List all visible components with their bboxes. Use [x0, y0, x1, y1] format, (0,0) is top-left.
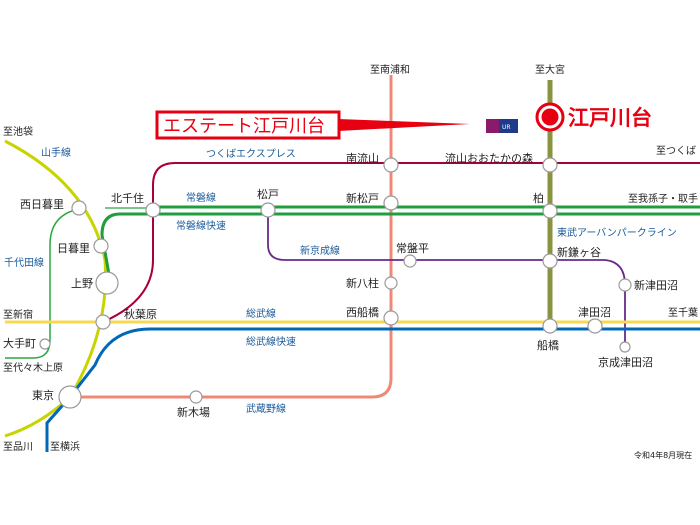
label-shinyahashira: 新八柱 — [346, 276, 379, 290]
station-kashiwa-marker[interactable] — [542, 203, 558, 219]
dir-ikebukuro: 至池袋 — [3, 125, 33, 138]
dir-abiko-toride: 至我孫子・取手 — [628, 192, 698, 205]
ur-logo-blue — [499, 119, 518, 133]
station-tsudanuma-marker[interactable] — [587, 318, 603, 334]
date-note: 令和4年8月現在 — [634, 450, 692, 460]
label-tokyo: 東京 — [32, 388, 54, 402]
ur-logo-text: UR — [502, 124, 511, 131]
banner-box — [155, 110, 341, 140]
label-shinmatsudo: 新松戸 — [346, 191, 379, 205]
dir-chiba: 至千葉 — [668, 306, 698, 319]
station-otemachi-marker[interactable] — [39, 338, 51, 350]
joban-rapid-line — [100, 212, 700, 281]
tsukuba-express-line — [102, 162, 700, 323]
label-keiseitsudanuma: 京成津田沼 — [598, 355, 653, 369]
station-shintsudanuma-marker[interactable] — [618, 278, 632, 292]
station-keiseitsudanuma-marker[interactable] — [619, 341, 631, 353]
station-minaminagareyama-marker[interactable] — [383, 157, 399, 173]
station-shinyahashira-marker[interactable] — [384, 276, 398, 290]
label-ueno: 上野 — [71, 277, 93, 290]
label-otemachi: 大手町 — [3, 336, 36, 350]
label-nippori: 日暮里 — [57, 241, 90, 255]
dir-tsukuba: 至つくば — [656, 145, 696, 157]
label-shinkiba: 新木場 — [177, 405, 210, 419]
station-nishifunabashi-marker[interactable] — [383, 310, 399, 326]
label-sobu: 総武線 — [246, 307, 276, 320]
station-nishinippori-marker[interactable] — [71, 200, 87, 216]
label-shintsudanuma: 新津田沼 — [634, 278, 678, 292]
label-sobu-rapid: 総武線快速 — [246, 335, 296, 348]
label-chiyoda: 千代田線 — [4, 256, 44, 269]
station-matsudo-marker[interactable] — [260, 202, 276, 218]
station-otakanomori-marker[interactable] — [542, 157, 558, 173]
station-akihabara-marker[interactable] — [95, 314, 111, 330]
label-akihabara: 秋葉原 — [124, 307, 157, 321]
label-minaminagareyama: 南流山 — [346, 151, 379, 165]
label-joban-rapid: 常磐線快速 — [176, 219, 226, 232]
station-nippori-marker[interactable] — [93, 238, 109, 254]
edogawadai-label: 江戸川台 — [568, 106, 652, 130]
label-nishinippori: 西日暮里 — [20, 197, 64, 211]
dir-minamiurawa: 至南浦和 — [370, 63, 410, 76]
station-shinkiba-marker[interactable] — [189, 390, 203, 404]
label-nishifunabashi: 西船橋 — [346, 305, 379, 319]
label-joban: 常磐線 — [186, 191, 216, 204]
dir-yoyogiuehara: 至代々木上原 — [3, 362, 63, 374]
label-tsudanuma: 津田沼 — [578, 305, 611, 319]
yamanote-line — [4, 139, 108, 438]
label-tokiwadaira: 常盤平 — [396, 242, 429, 255]
dir-omiya: 至大宮 — [535, 63, 565, 76]
station-shinmatsudo-marker[interactable] — [383, 195, 399, 211]
shinkeisei-line — [267, 210, 626, 347]
musashino-line — [70, 75, 393, 399]
banner-title: エステート江戸川台 — [163, 116, 325, 137]
label-shinkeisei: 新京成線 — [300, 244, 340, 257]
station-funabashi-marker[interactable] — [542, 318, 558, 334]
chiyoda-line — [5, 208, 80, 359]
label-shinkamagaya: 新鎌ヶ谷 — [557, 245, 601, 259]
label-tsukuba: つくばエクスプレス — [206, 148, 296, 160]
label-matsudo: 松戸 — [257, 187, 279, 201]
label-otakanomori: 流山おおたかの森 — [445, 151, 533, 165]
dir-shinjuku: 至新宿 — [3, 308, 33, 321]
dir-shinagawa: 至品川 — [3, 441, 33, 453]
station-shinkamagaya-marker[interactable] — [542, 253, 558, 269]
label-musashino: 武蔵野線 — [246, 402, 286, 415]
label-kashiwa: 柏 — [533, 191, 544, 205]
station-tokyo-marker[interactable] — [58, 385, 82, 409]
station-ueno-marker[interactable] — [95, 271, 119, 295]
label-tobu: 東武アーバンパークライン — [557, 226, 677, 239]
banner-pointer — [338, 119, 470, 131]
label-funabashi: 船橋 — [537, 338, 559, 352]
edogawadai-station-dot — [541, 108, 559, 126]
station-tokiwadaira-marker[interactable] — [403, 254, 417, 268]
ur-logo — [486, 119, 499, 133]
label-yamanote: 山手線 — [41, 146, 71, 159]
station-kitasenju-marker[interactable] — [145, 202, 161, 218]
sobu-rapid-line — [45, 327, 700, 452]
label-kitasenju: 北千住 — [111, 191, 144, 205]
dir-yokohama: 至横浜 — [50, 440, 80, 453]
